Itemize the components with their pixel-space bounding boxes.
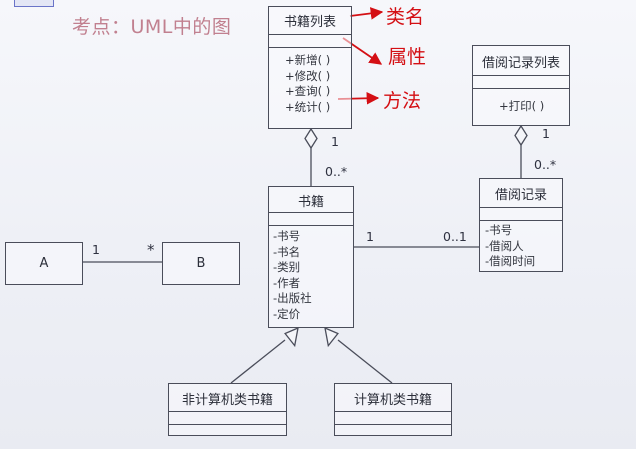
attribute-book-title: -书名 bbox=[273, 244, 301, 259]
method-query: +查询( ) bbox=[285, 84, 331, 99]
class-book-list-attributes bbox=[269, 34, 351, 47]
attribute-borrow-time: -借阅时间 bbox=[485, 254, 536, 269]
class-borrow-record: 借阅记录 -书号 -借阅人 -借阅时间 bbox=[479, 178, 563, 272]
generalization-triangle-noncs bbox=[284, 326, 299, 348]
attribute-price: -定价 bbox=[273, 306, 301, 321]
generalization-line-noncs bbox=[230, 339, 286, 384]
multiplicity-book-end: 0..* bbox=[325, 164, 348, 179]
class-borrow-list-methods: +打印( ) bbox=[473, 88, 569, 125]
annotation-class-name: 类名 bbox=[386, 6, 425, 28]
slide-headline: 考点：UML中的图 bbox=[72, 16, 232, 38]
method-statistics: +统计( ) bbox=[285, 99, 331, 114]
class-book: 书籍 -书号 -书名 -类别 -作者 -出版社 -定价 bbox=[268, 186, 354, 328]
method-print: +打印( ) bbox=[499, 99, 545, 113]
annotation-method: 方法 bbox=[383, 90, 422, 112]
attribute-publisher: -出版社 bbox=[273, 291, 312, 306]
multiplicity-borrowlist-end: 1 bbox=[542, 126, 550, 141]
class-borrow-record-name: 借阅记录 bbox=[494, 188, 547, 203]
method-modify: +修改( ) bbox=[285, 68, 331, 83]
aggregation-diamond-borrowlist bbox=[514, 124, 528, 147]
multiplicity-borrow-end: 0..* bbox=[534, 157, 557, 172]
class-borrow-list-attributes bbox=[473, 75, 569, 88]
class-book-list: 书籍列表 +新增( ) +修改( ) +查询( ) +统计( ) bbox=[268, 6, 352, 129]
attribute-borrower: -借阅人 bbox=[485, 238, 524, 253]
multiplicity-b-end: * bbox=[147, 241, 155, 259]
class-b: B bbox=[162, 242, 240, 285]
method-add: +新增( ) bbox=[285, 53, 331, 67]
class-non-cs-book-methods bbox=[169, 424, 286, 435]
attribute-author: -作者 bbox=[273, 275, 301, 290]
attribute-category: -类别 bbox=[273, 260, 301, 275]
class-cs-book-methods bbox=[335, 424, 451, 435]
class-borrow-record-separator bbox=[480, 207, 562, 220]
slide-corner-decoration bbox=[14, 0, 54, 7]
class-book-separator bbox=[269, 212, 353, 225]
class-non-cs-book: 非计算机类书籍 bbox=[168, 383, 287, 436]
class-cs-book: 计算机类书籍 bbox=[334, 383, 452, 436]
class-cs-book-attributes bbox=[335, 411, 451, 424]
class-book-list-methods: +新增( ) +修改( ) +查询( ) +统计( ) bbox=[269, 47, 351, 128]
aggregation-diamond-booklist bbox=[304, 127, 318, 150]
generalization-line-cs bbox=[337, 339, 393, 384]
attribute-book-id: -书号 bbox=[273, 229, 301, 243]
multiplicity-borrow-side: 0..1 bbox=[443, 229, 467, 244]
class-borrow-list-name: 借阅记录列表 bbox=[481, 56, 560, 71]
class-non-cs-book-attributes bbox=[169, 411, 286, 424]
class-book-attributes: -书号 -书名 -类别 -作者 -出版社 -定价 bbox=[269, 225, 353, 327]
annotation-attribute: 属性 bbox=[388, 46, 427, 68]
annotation-arrow-class-name bbox=[349, 7, 384, 20]
class-a-name: A bbox=[39, 256, 49, 271]
class-book-list-name: 书籍列表 bbox=[283, 15, 336, 30]
multiplicity-a-end: 1 bbox=[92, 242, 100, 257]
class-a: A bbox=[5, 242, 83, 285]
class-b-name: B bbox=[196, 256, 206, 271]
class-borrow-record-attributes: -书号 -借阅人 -借阅时间 bbox=[480, 220, 562, 271]
class-borrow-list: 借阅记录列表 +打印( ) bbox=[472, 45, 570, 126]
attribute-borrow-book-id: -书号 bbox=[485, 223, 513, 237]
multiplicity-book-side: 1 bbox=[366, 229, 374, 244]
class-cs-book-name: 计算机类书籍 bbox=[353, 393, 432, 408]
class-non-cs-book-name: 非计算机类书籍 bbox=[181, 393, 273, 408]
multiplicity-booklist-end: 1 bbox=[331, 134, 339, 149]
class-book-name: 书籍 bbox=[297, 195, 324, 210]
generalization-triangle-cs bbox=[324, 326, 339, 348]
